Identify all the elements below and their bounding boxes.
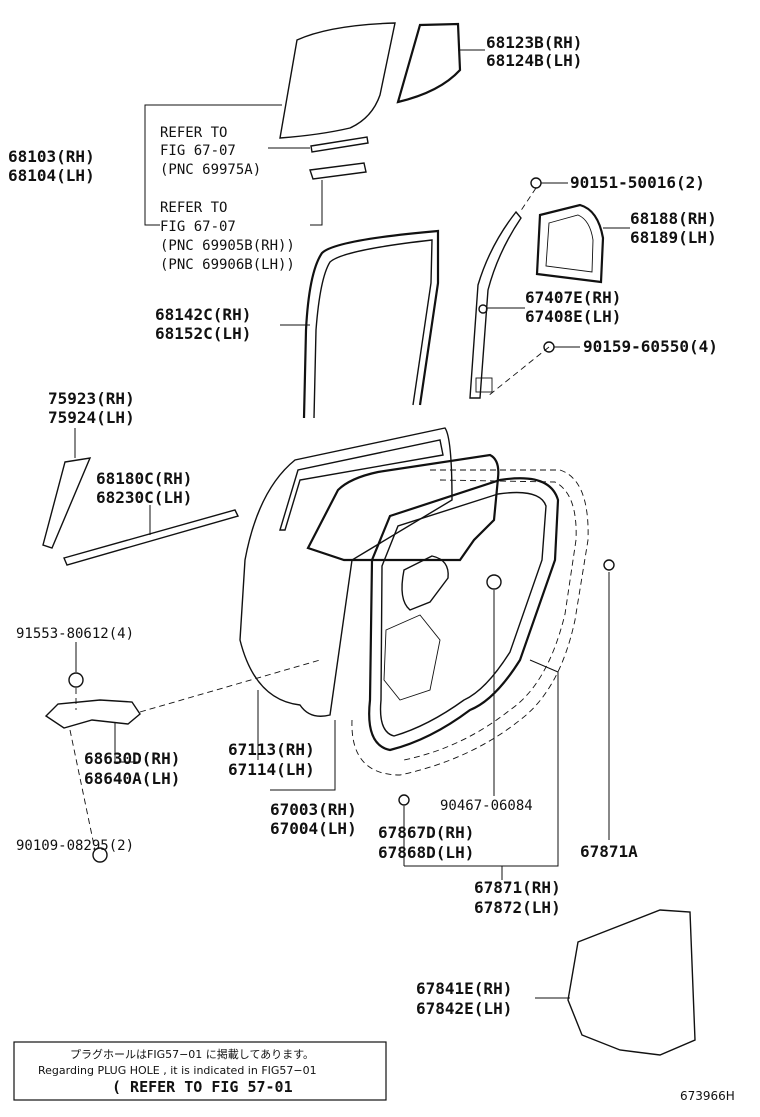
belt-moulding[interactable] (63, 509, 240, 566)
label-68103: 68103(RH) (8, 147, 95, 166)
leader-68630D (114, 722, 140, 763)
ref1-line3: (PNC 69975A) (160, 162, 261, 178)
access-hole (383, 614, 441, 701)
note-refer: ( REFER TO FIG 57-01 (112, 1078, 293, 1096)
label-68230C: 68230C(LH) (96, 488, 192, 507)
screw-67407-mount[interactable] (478, 304, 488, 314)
note-english: Regarding PLUG HOLE , it is indicated in… (38, 1064, 317, 1077)
ref2-line1: REFER TO (160, 200, 227, 216)
label-67114: 67114(LH) (228, 760, 315, 779)
label-75924: 75924(LH) (48, 408, 135, 427)
quarter-window-glass[interactable] (396, 22, 462, 104)
label-75923: 75923(RH) (48, 389, 135, 408)
dash-hinge-door (139, 659, 321, 713)
dash-hinge-bolt (69, 729, 96, 851)
label-68189: 68189(LH) (630, 228, 717, 247)
ref1-line1: REFER TO (160, 125, 227, 141)
door-inner-panel-edge (379, 491, 547, 737)
bolt-90109[interactable] (92, 847, 108, 863)
note-box (13, 1041, 387, 1101)
inner-handle-opening (401, 555, 449, 611)
label-68124B: 68124B(LH) (486, 51, 582, 70)
door-check[interactable] (44, 699, 141, 729)
label-68180C: 68180C(RH) (96, 469, 192, 488)
glass-run-inner (313, 239, 433, 419)
label-67871A: 67871A (580, 842, 638, 861)
label-67004: 67004(LH) (270, 819, 357, 838)
division-bar-bracket (475, 377, 493, 393)
label-67841E: 67841E(RH) (416, 979, 512, 998)
glass-run[interactable] (302, 229, 440, 419)
clip-67867D[interactable] (398, 794, 410, 806)
label-90159: 90159-60550(4) (583, 337, 718, 356)
division-bar[interactable] (469, 210, 522, 399)
label-68142C: 68142C(RH) (155, 305, 251, 324)
plug-90467[interactable] (486, 574, 502, 590)
label-67408E: 67408E(LH) (525, 307, 621, 326)
rear-door-panel[interactable] (239, 427, 453, 717)
screw-90151[interactable] (530, 177, 542, 189)
door-weatherstrip[interactable] (306, 453, 500, 562)
bolt-91553[interactable] (68, 672, 84, 688)
label-67113: 67113(RH) (228, 740, 315, 759)
ref2-line2: FIG 67-07 (160, 219, 236, 235)
label-67867D: 67867D(RH) (378, 823, 474, 842)
outer-weatherstrip (310, 136, 369, 153)
quarter-weatherstrip[interactable] (535, 203, 605, 284)
label-67871: 67871(RH) (474, 878, 561, 897)
weatherstrip-outline (351, 469, 589, 776)
clip-67871A[interactable] (603, 559, 615, 571)
label-68123B: 68123B(RH) (486, 33, 582, 52)
ref2-line4: (PNC 69906B(LH)) (160, 257, 295, 273)
inner-weatherstrip (309, 162, 367, 180)
label-67003: 67003(RH) (270, 800, 357, 819)
label-67868D: 67868D(LH) (378, 843, 474, 862)
leader-67871 (404, 659, 559, 867)
ref1-line2: FIG 67-07 (160, 143, 236, 159)
label-91553: 91553-80612(4) (16, 626, 134, 642)
label-67872: 67872(LH) (474, 898, 561, 917)
label-67842E: 67842E(LH) (416, 999, 512, 1018)
quarter-weatherstrip-inner (545, 214, 594, 273)
label-68188: 68188(RH) (630, 209, 717, 228)
dash-screw-bar (519, 187, 537, 213)
label-90151: 90151-50016(2) (570, 173, 705, 192)
label-90467: 90467-06084 (440, 798, 533, 814)
label-68630D: 68630D(RH) (84, 749, 180, 768)
label-68104: 68104(LH) (8, 166, 95, 185)
note-japanese: プラグホールはFIG57−01 に掲載してあります。 (70, 1047, 314, 1061)
pillar-garnish[interactable] (42, 457, 92, 549)
label-90109: 90109-08295(2) (16, 838, 134, 854)
leader-68103 (144, 104, 282, 165)
service-hole-cover[interactable] (567, 909, 696, 1056)
leader-ref2 (310, 180, 323, 226)
figure-id: 673966H (680, 1089, 735, 1103)
door-window-frame (279, 439, 444, 531)
label-67407E: 67407E(RH) (525, 288, 621, 307)
leader-67003 (270, 720, 336, 791)
label-68152C: 68152C(LH) (155, 324, 251, 343)
label-68640A: 68640A(LH) (84, 769, 180, 788)
door-inner-panel[interactable] (368, 477, 560, 752)
leader-68103-b (144, 165, 160, 226)
ref2-line3: (PNC 69905B(RH)) (160, 238, 295, 254)
door-glass[interactable] (279, 22, 396, 139)
dash-screw-90159 (487, 346, 550, 397)
weatherstrip-outline-inner (403, 479, 577, 761)
